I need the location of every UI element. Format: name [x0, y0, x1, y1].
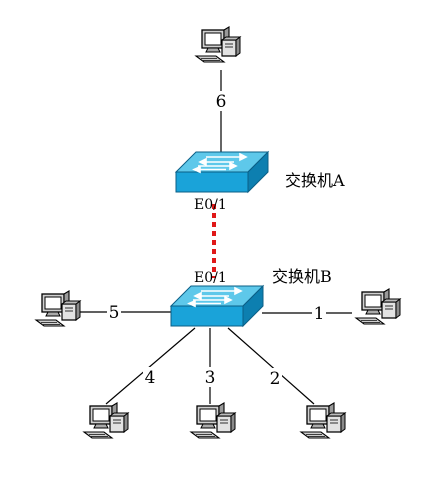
pc-1-icon[interactable]: [355, 288, 401, 325]
switch-a-label: 交换机A: [285, 171, 345, 190]
link-4-line: [105, 327, 196, 405]
switch-a-port-label: E0/1: [194, 197, 227, 213]
pc-6-icon[interactable]: [195, 26, 241, 63]
pc-4-icon[interactable]: [83, 402, 129, 439]
link-5-label: 5: [109, 303, 120, 323]
link-6-label: 6: [216, 92, 227, 112]
pc-5-icon[interactable]: [35, 290, 81, 327]
pc-2-icon[interactable]: [300, 402, 346, 439]
link-1-label: 1: [314, 304, 325, 324]
link-4-label: 4: [145, 368, 156, 388]
link-2-label: 2: [270, 369, 281, 389]
switch-b-icon[interactable]: [170, 285, 264, 327]
link-3-label: 3: [205, 368, 216, 388]
pc-3-icon[interactable]: [190, 402, 236, 439]
link-labels: 6 5 1 4 3 2: [107, 91, 326, 389]
connection-lines: [78, 70, 352, 405]
switch-b-label: 交换机B: [272, 267, 332, 286]
switch-b-port-label: E0/1: [194, 270, 227, 286]
switch-a-icon[interactable]: [175, 151, 269, 193]
link-2-line: [227, 327, 315, 405]
